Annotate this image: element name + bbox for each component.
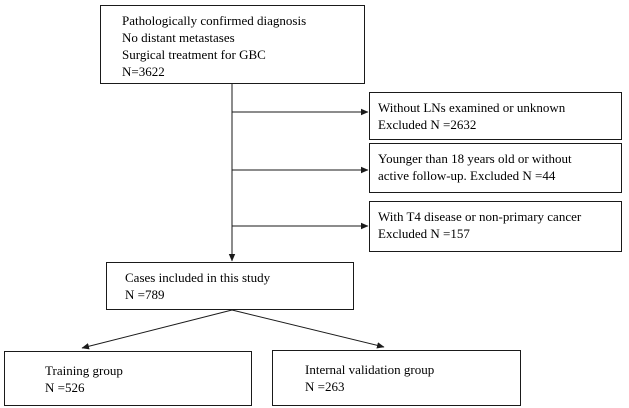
initial-line-1: Pathologically confirmed diagnosis: [122, 13, 307, 28]
split-arrow-validation: [231, 309, 385, 349]
initial-line-2: No distant metastases: [122, 30, 235, 45]
exclusion-2-count: active follow-up. Excluded N =44: [378, 168, 556, 183]
initial-count: N=3622: [122, 64, 165, 79]
validation-count: N =263: [305, 379, 345, 394]
initial-line-3: Surgical treatment for GBC: [122, 47, 266, 62]
split-arrow-training: [81, 309, 233, 350]
training-label: Training group: [45, 363, 123, 378]
exclusion-3-reason: With T4 disease or non-primary cancer: [378, 209, 582, 224]
exclusion-1-count: Excluded N =2632: [378, 117, 477, 132]
exclusion-2-reason: Younger than 18 years old or without: [378, 151, 572, 166]
exclusion-box-t4-disease: With T4 disease or non-primary cancer Ex…: [369, 201, 622, 252]
included-cases-box: Cases included in this study N =789: [106, 262, 354, 310]
exclusion-1-reason: Without LNs examined or unknown: [378, 100, 566, 115]
training-count: N =526: [45, 380, 85, 395]
validation-group-box: Internal validation group N =263: [272, 350, 521, 406]
initial-cohort-box: Pathologically confirmed diagnosis No di…: [100, 5, 365, 84]
exclusion-3-count: Excluded N =157: [378, 226, 470, 241]
included-label: Cases included in this study: [125, 270, 271, 285]
validation-label: Internal validation group: [305, 362, 435, 377]
included-count: N =789: [125, 287, 165, 302]
exclusion-box-age-followup: Younger than 18 years old or without act…: [369, 143, 622, 193]
training-group-box: Training group N =526: [4, 351, 252, 406]
exclusion-box-no-lymph-nodes: Without LNs examined or unknown Excluded…: [369, 92, 622, 140]
